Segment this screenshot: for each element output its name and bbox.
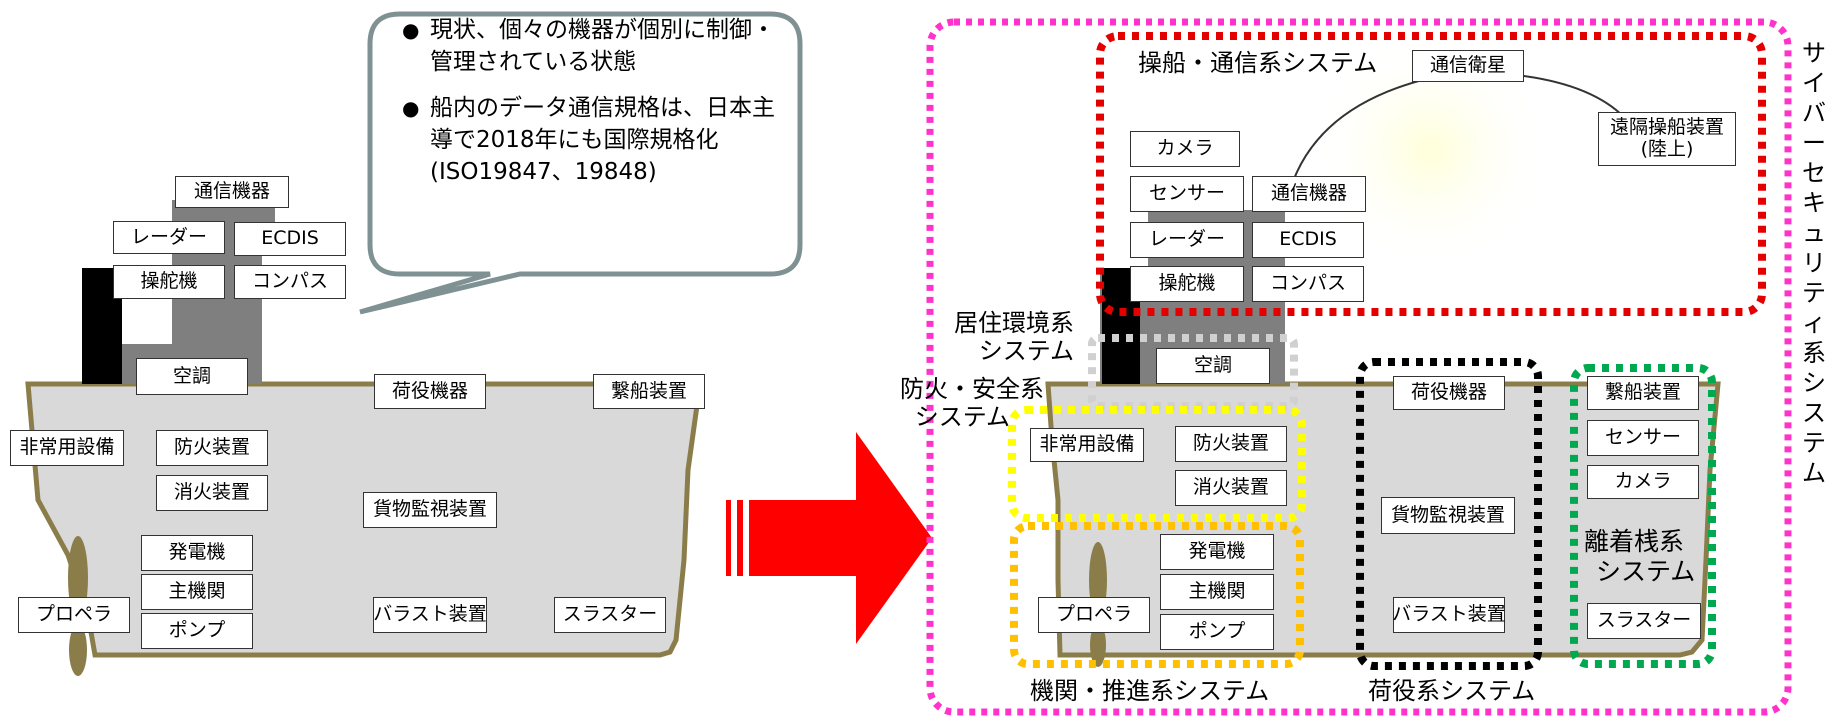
right-camera-top-label: カメラ: [1130, 131, 1240, 167]
navigation-comm-frame: [1096, 32, 1766, 316]
left-radar-label: レーダー: [113, 221, 225, 254]
right-fire-prevent-label: 防火装置: [1175, 426, 1287, 462]
right-fire-ext-label: 消火装置: [1175, 470, 1287, 506]
cyber-security-frame: [926, 18, 1792, 716]
right-thruster-label: スラスター: [1587, 603, 1701, 639]
left-compass-label: コンパス: [234, 265, 346, 299]
fire-safety-title-line1: 防火・安全系: [900, 375, 1044, 403]
left-cargo-monitor-label: 貨物監視装置: [363, 492, 497, 528]
left-propeller-label: プロペラ: [18, 597, 130, 633]
right-mooring-label: 繋船装置: [1587, 376, 1699, 410]
berthing-title-line2: システム: [1596, 557, 1696, 586]
transition-arrow: [726, 432, 932, 644]
fire-safety-frame: [1008, 406, 1306, 522]
left-ecdis-label: ECDIS: [234, 222, 346, 256]
fire-safety-title-line2: システム: [914, 403, 1010, 431]
right-generator-label: 発電機: [1160, 534, 1274, 570]
right-propeller-label: プロペラ: [1038, 597, 1150, 633]
right-emergency-label: 非常用設備: [1030, 428, 1144, 462]
left-bridge-window: [122, 296, 172, 344]
right-radar-label: レーダー: [1130, 222, 1244, 258]
cargo-handling-frame: [1356, 358, 1542, 670]
navigation-comm-title: 操船・通信系システム: [1138, 49, 1378, 77]
left-main-engine-label: 主機関: [141, 574, 253, 610]
right-steering-label: 操舵機: [1130, 266, 1244, 302]
living-env-frame: [1088, 334, 1298, 410]
left-fire-prevent-label: 防火装置: [156, 430, 268, 466]
right-main-engine-label: 主機関: [1160, 574, 1274, 610]
living-env-title-line1: 居住環境系: [954, 309, 1074, 337]
engine-propulsion-title: 機関・推進系システム: [1030, 677, 1270, 705]
left-steering-label: 操舵機: [113, 265, 225, 299]
left-comm-label: 通信機器: [175, 176, 289, 208]
left-cargo-gear-label: 荷役機器: [374, 374, 486, 409]
berthing-title-line1: 離着桟系: [1584, 527, 1685, 556]
left-generator-label: 発電機: [141, 535, 253, 571]
left-emergency-label: 非常用設備: [10, 430, 124, 466]
left-ballast-label: バラスト装置: [373, 597, 487, 633]
right-ecdis-label: ECDIS: [1252, 222, 1364, 258]
right-cargo-monitor-label: 貨物監視装置: [1381, 497, 1515, 534]
right-aircon-label: 空調: [1156, 348, 1270, 384]
right-ballast-label: バラスト装置: [1392, 597, 1506, 633]
right-camera-bow-label: カメラ: [1587, 465, 1699, 499]
left-aircon-label: 空調: [136, 358, 248, 395]
satellite-label: 通信衛星: [1412, 50, 1524, 82]
berthing-frame: [1570, 364, 1716, 668]
right-cargo-gear-label: 荷役機器: [1393, 376, 1505, 410]
right-compass-label: コンパス: [1252, 266, 1364, 302]
left-mooring-label: 繋船装置: [593, 374, 705, 409]
cyber-security-title: サイバーセキュリティ系システム: [1802, 39, 1826, 487]
callout-bullet-1: 現状、個々の機器が個別に制御・管理されている状態: [400, 14, 780, 78]
left-pump-label: ポンプ: [141, 613, 253, 649]
callout-bullet-2: 船内のデータ通信規格は、日本主導で2018年にも国際規格化(ISO19847、1…: [400, 92, 780, 188]
right-sensor-top-label: センサー: [1130, 176, 1244, 212]
remote-ops-label: 遠隔操船装置(陸上): [1598, 112, 1736, 166]
left-thruster-label: スラスター: [554, 597, 666, 633]
right-sensor-bow-label: センサー: [1587, 420, 1699, 456]
right-comm-label: 通信機器: [1252, 176, 1366, 212]
right-pump-label: ポンプ: [1160, 614, 1274, 650]
cargo-handling-title: 荷役系システム: [1368, 677, 1536, 705]
left-fire-ext-label: 消火装置: [156, 475, 268, 511]
living-env-title-line2: システム: [978, 337, 1074, 365]
callout-text: 現状、個々の機器が個別に制御・管理されている状態 船内のデータ通信規格は、日本主…: [400, 14, 780, 202]
engine-propulsion-frame: [1010, 522, 1304, 668]
